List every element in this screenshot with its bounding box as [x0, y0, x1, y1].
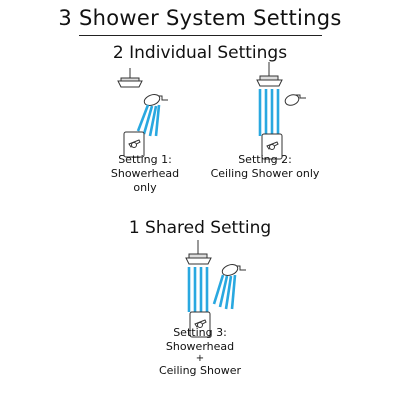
title-underline — [79, 35, 322, 36]
showerhead-icon — [284, 94, 306, 106]
showerhead-spray — [212, 274, 237, 310]
showerhead-spray — [136, 104, 161, 137]
ceiling-shower-icon — [256, 62, 283, 87]
shared-setting-heading: 1 Shared Setting — [128, 218, 272, 238]
setting-3-diagram — [168, 240, 258, 344]
setting-1-label: Setting 1: — [118, 153, 172, 166]
ceiling-shower-spray — [187, 267, 209, 312]
page-title: 3 Shower System Settings — [58, 6, 342, 30]
ceiling-shower-icon — [185, 240, 212, 265]
setting-3-caption: Setting 3: Showerhead + Ceiling Shower — [140, 326, 260, 378]
ceiling-shower-spray — [258, 89, 280, 136]
setting-1-description: Showerhead only — [110, 167, 180, 194]
setting-2-label: Setting 2: — [238, 153, 292, 166]
individual-settings-heading: 2 Individual Settings — [112, 43, 288, 63]
setting-3-line-2: + — [195, 353, 205, 364]
showerhead-icon — [221, 264, 246, 276]
setting-2-caption: Setting 2: Ceiling Shower only — [210, 153, 320, 181]
valve-trim-icon — [189, 311, 211, 338]
showerhead-icon — [143, 94, 168, 106]
valve-trim-icon — [123, 131, 145, 158]
valve-trim-icon — [261, 133, 283, 160]
setting-3-line-3: Ceiling Shower — [158, 364, 242, 377]
setting-1-diagram — [110, 68, 200, 162]
ceiling-shower-icon — [117, 68, 143, 88]
setting-3-label: Setting 3: — [173, 326, 227, 339]
setting-2-diagram — [240, 62, 330, 166]
setting-1-caption: Setting 1: Showerhead only — [100, 153, 190, 195]
setting-2-description: Ceiling Shower only — [210, 167, 320, 180]
setting-3-line-1: Showerhead — [165, 340, 235, 353]
